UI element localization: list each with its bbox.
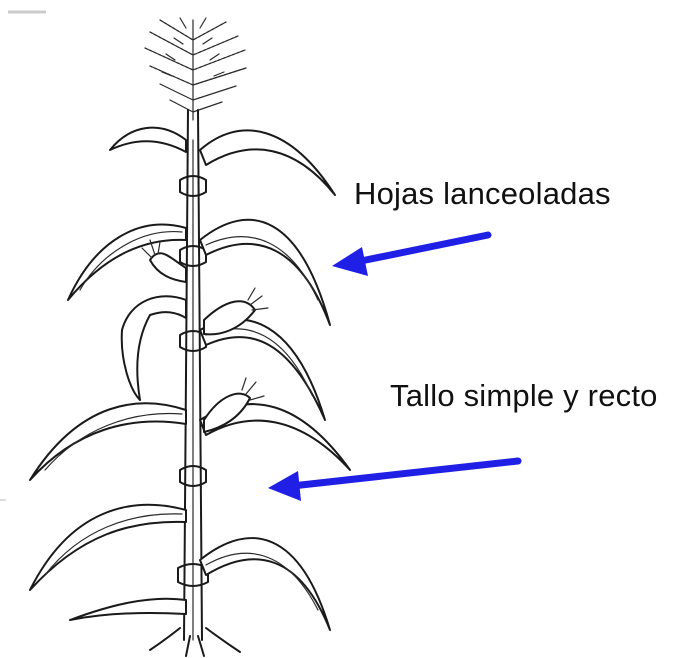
- arrow-left-icon: [332, 235, 488, 276]
- label-tallo-simple-y-recto: Tallo simple y recto: [390, 378, 658, 414]
- label-hojas-lanceoladas: Hojas lanceoladas: [354, 176, 611, 212]
- stem: [150, 110, 240, 656]
- leaves-left: [30, 128, 186, 620]
- arrow-left-icon: [268, 461, 518, 501]
- tassel: [145, 18, 246, 120]
- leaves-right: [200, 130, 350, 630]
